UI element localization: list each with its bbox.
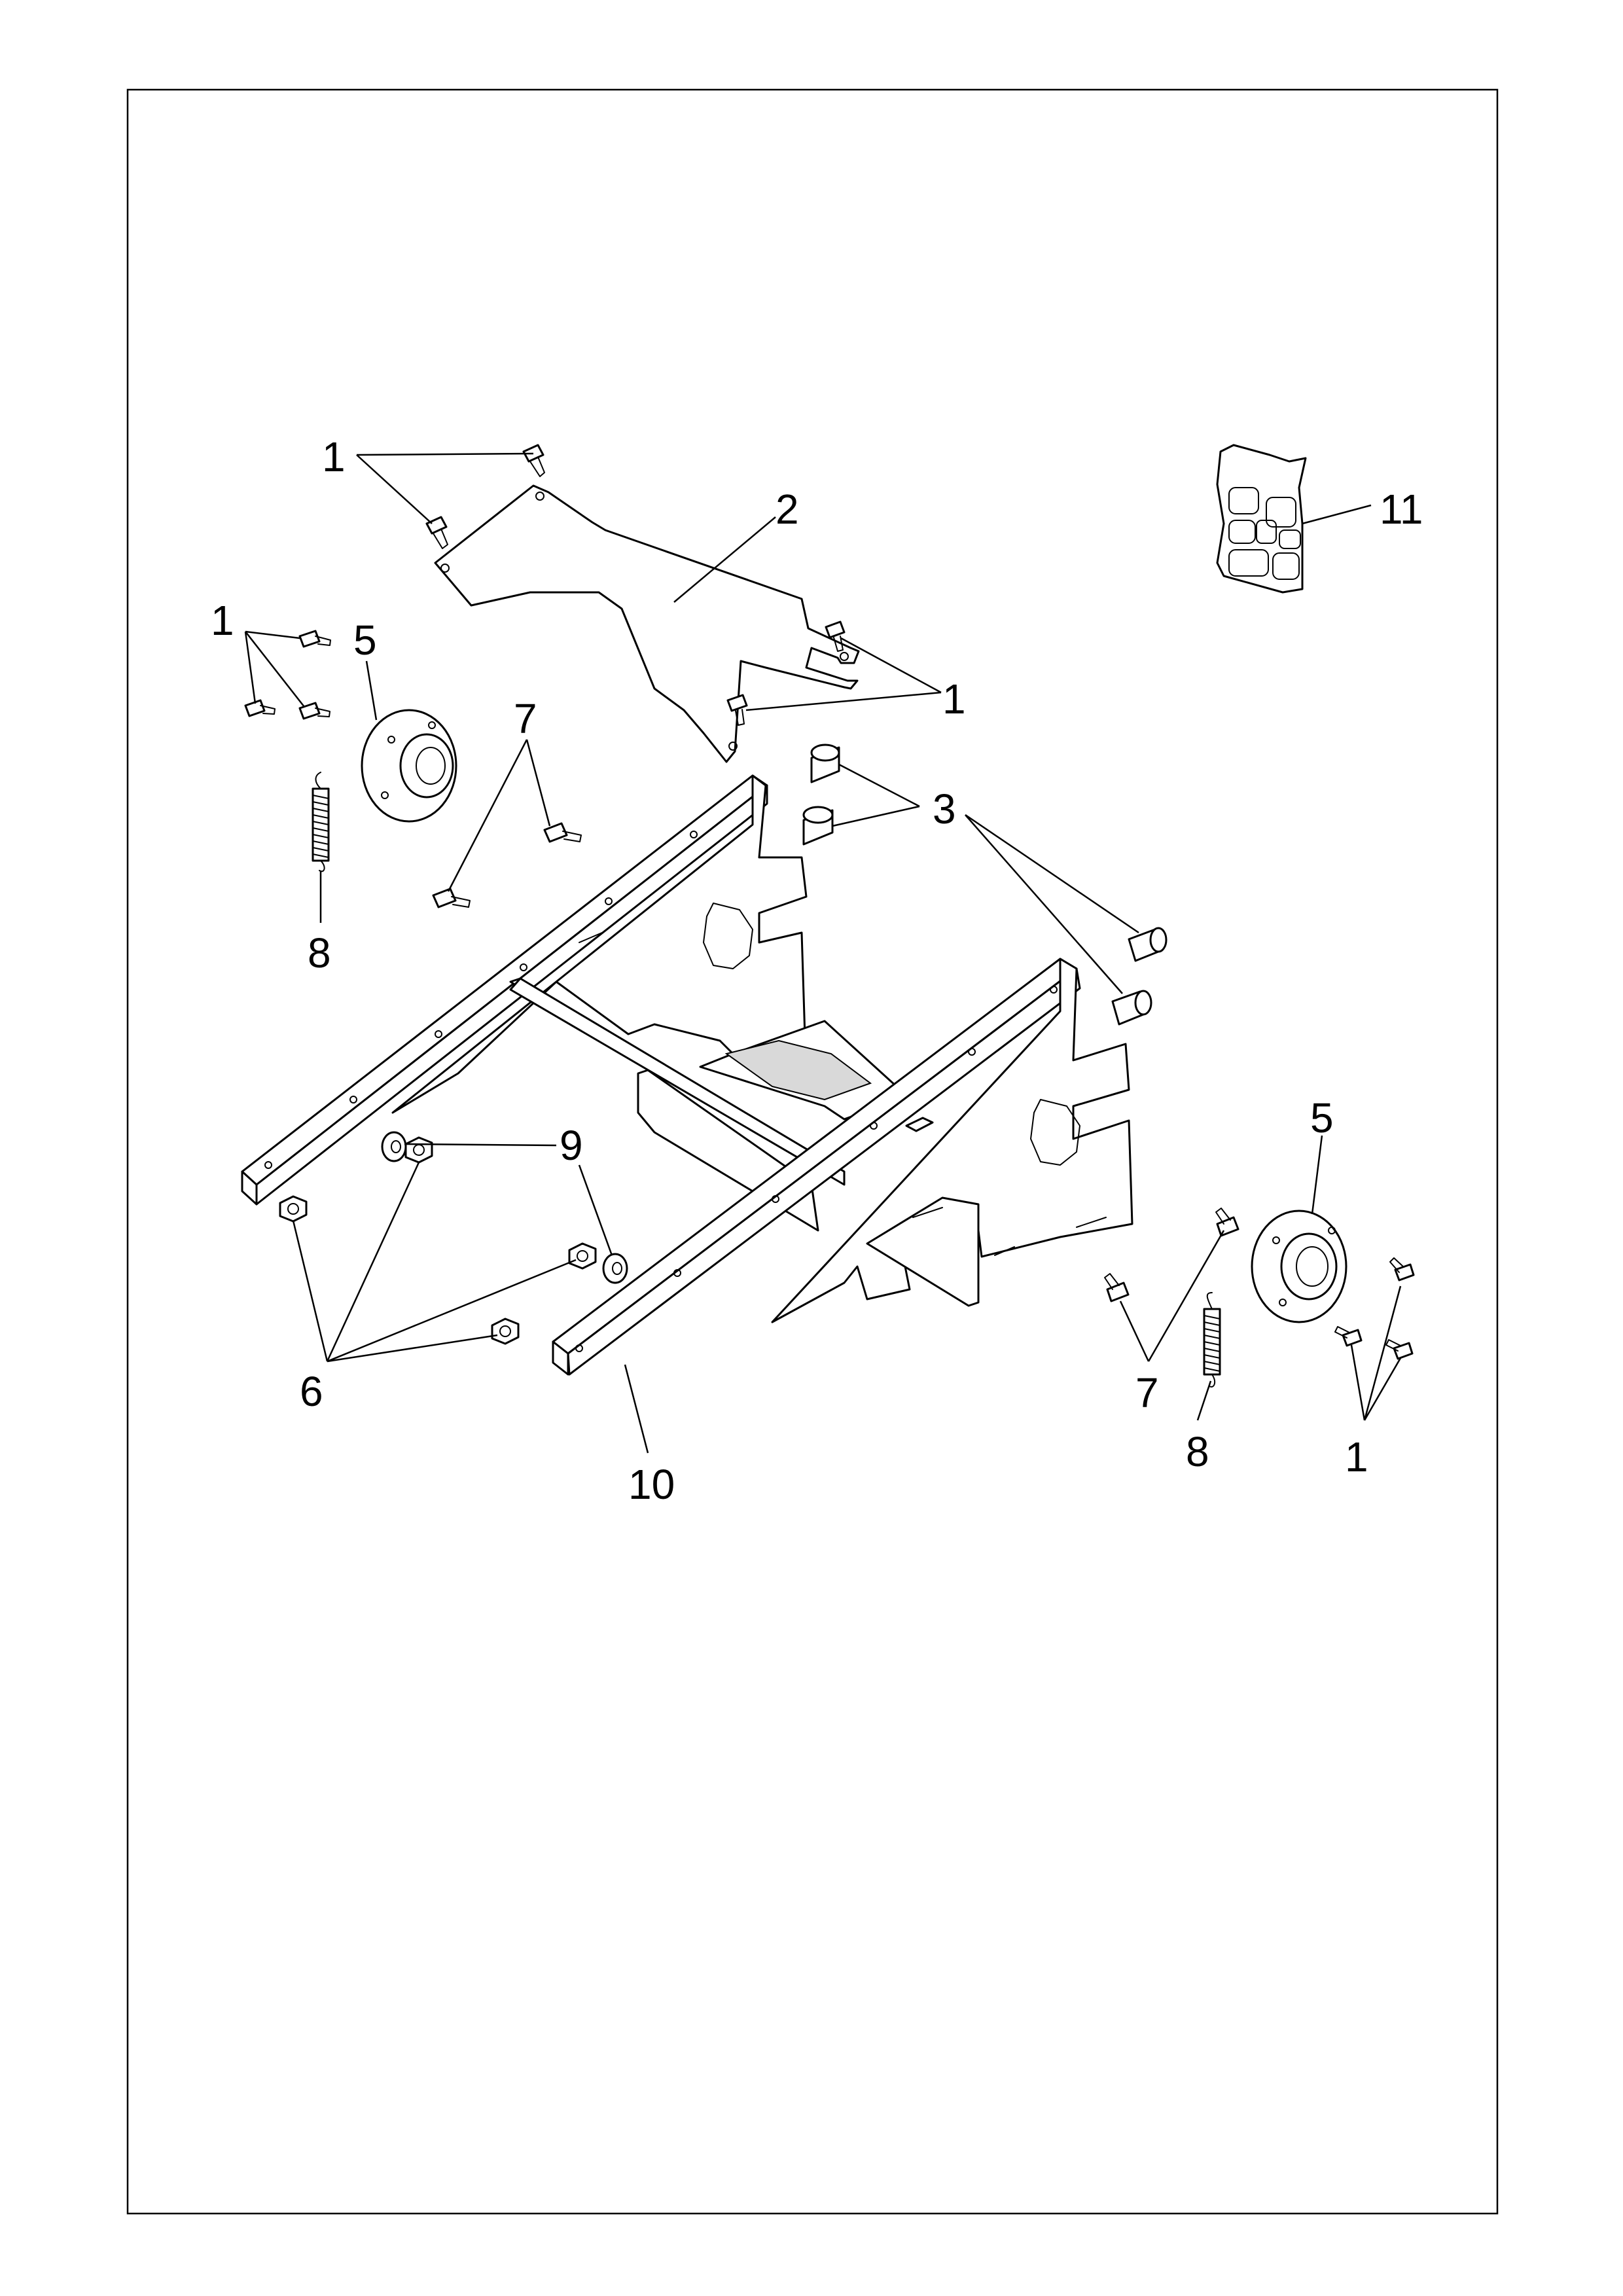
callout-8-right: 8 <box>1186 1428 1209 1475</box>
spacer-4 <box>1111 990 1152 1026</box>
nut <box>491 1318 520 1345</box>
bolt <box>1215 1208 1240 1237</box>
bolt <box>1385 1339 1414 1360</box>
bolt <box>1334 1326 1363 1347</box>
main-frame <box>241 774 1133 1376</box>
callout-1-right-upper: 1 <box>942 675 966 723</box>
bolt <box>244 699 276 717</box>
bolt <box>298 630 331 648</box>
bolt <box>1104 1273 1130 1302</box>
leader-lines <box>244 452 1402 1454</box>
callout-1-bottom-right: 1 <box>1345 1433 1368 1480</box>
spacer-2 <box>802 806 834 846</box>
decal-sheet <box>1216 444 1307 594</box>
nut <box>404 1136 433 1164</box>
washer <box>602 1253 628 1284</box>
nut <box>568 1242 597 1270</box>
bolt <box>425 516 448 549</box>
callout-labels: 1 2 1 5 7 1 3 11 8 9 5 6 10 7 8 1 <box>211 433 1423 1508</box>
bolt <box>825 620 846 652</box>
bolt <box>522 444 545 477</box>
page-frame <box>126 88 1499 2215</box>
nut <box>279 1195 308 1223</box>
spring-right <box>1203 1292 1221 1388</box>
pulley-right <box>1251 1210 1347 1323</box>
bolt <box>298 702 330 720</box>
bolt <box>1389 1257 1415 1282</box>
washers-part-9 <box>381 1131 628 1284</box>
callout-5-left: 5 <box>353 617 377 664</box>
washer <box>381 1131 407 1162</box>
callout-7-upper: 7 <box>514 695 537 742</box>
spring-left <box>312 772 330 872</box>
spacer-1 <box>810 744 840 783</box>
spacers <box>802 744 1168 1026</box>
callout-9: 9 <box>560 1122 583 1169</box>
pulley-left <box>361 709 457 823</box>
callout-7-lower: 7 <box>1135 1369 1159 1416</box>
callout-8-left: 8 <box>308 929 331 977</box>
bolt <box>543 822 582 843</box>
callout-1-top: 1 <box>322 433 346 480</box>
callout-6: 6 <box>300 1368 323 1415</box>
callout-2: 2 <box>776 486 799 533</box>
cover-plate <box>434 484 860 763</box>
callout-3: 3 <box>933 785 956 833</box>
bolt <box>432 888 471 908</box>
callout-5-right: 5 <box>1310 1094 1334 1141</box>
spacer-3 <box>1128 927 1168 962</box>
callout-10: 10 <box>628 1461 675 1508</box>
callout-11: 11 <box>1380 486 1423 533</box>
bolts-part-1 <box>244 444 1415 1360</box>
nuts-part-6 <box>279 1136 597 1345</box>
bolt <box>726 694 748 726</box>
callout-1-left: 1 <box>211 597 234 644</box>
